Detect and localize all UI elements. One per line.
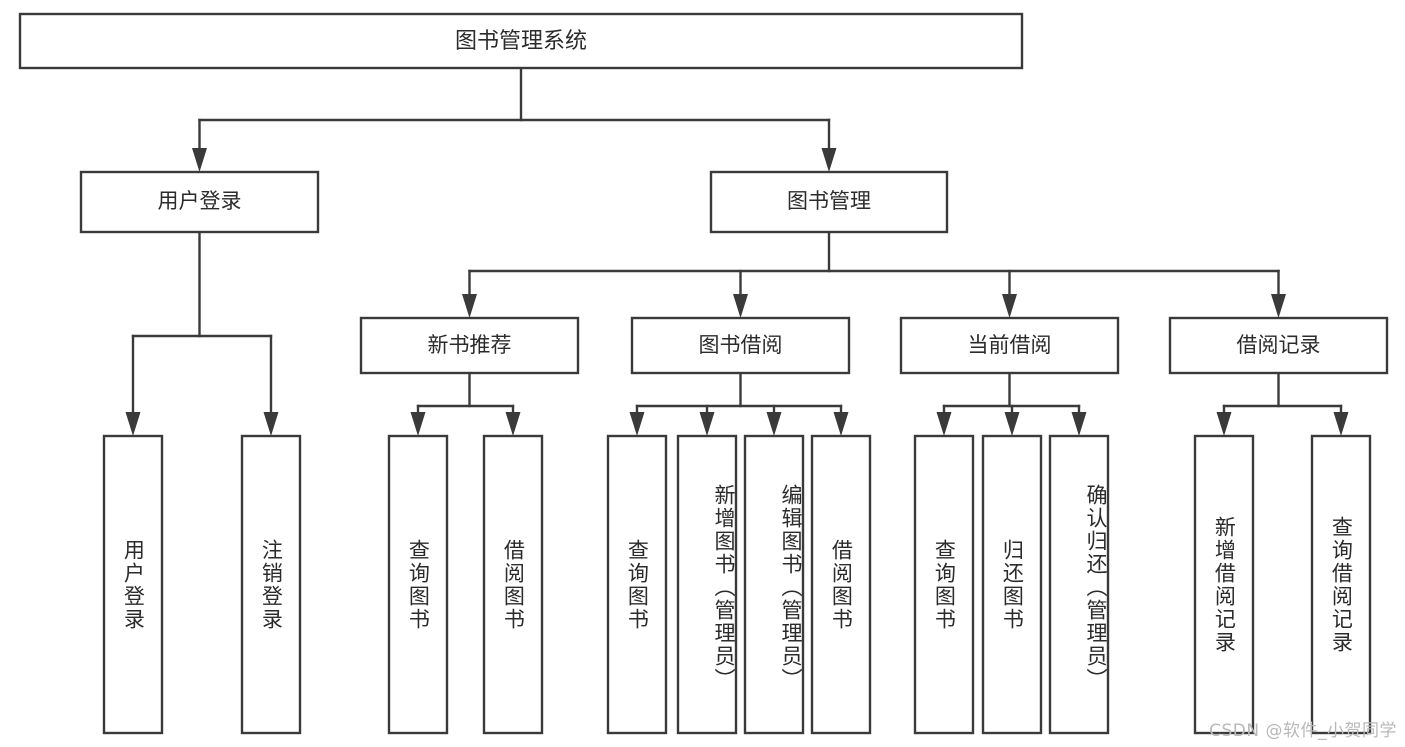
leaf-node-borrow-book-1[interactable] xyxy=(482,434,544,735)
node-book-borrow[interactable] xyxy=(630,316,851,375)
arrow-head-leaf-add-book xyxy=(699,412,715,436)
leaf-node-query-record[interactable] xyxy=(1310,434,1372,735)
arrow-head-leaf-user-login xyxy=(125,412,141,436)
arrow-head-current-borrow xyxy=(1002,294,1017,318)
arrow-head-leaf-borrow-book-2 xyxy=(833,412,849,436)
leaf-layer xyxy=(102,434,1372,735)
node-current-borrow-label: 当前借阅 xyxy=(968,333,1052,357)
node-layer: 图书管理系统 用户登录 图书管理 新书推荐 图书借阅 当前借阅 借阅记录 xyxy=(18,12,1389,375)
node-borrow-record-label: 借阅记录 xyxy=(1237,333,1321,357)
arrow-head-leaf-query-book-2 xyxy=(629,412,645,436)
node-book-borrow-label: 图书借阅 xyxy=(699,333,783,357)
node-new-book-rec[interactable] xyxy=(359,316,580,375)
leaf-node-query-book-1[interactable] xyxy=(387,434,449,735)
leaf-node-return-book[interactable] xyxy=(981,434,1043,735)
node-current-borrow[interactable] xyxy=(899,316,1120,375)
arrow-head-leaf-return-book xyxy=(1004,412,1020,436)
leaf-node-query-book-3[interactable] xyxy=(913,434,975,735)
node-book-manage-label: 图书管理 xyxy=(787,189,871,213)
node-book-manage[interactable] xyxy=(709,170,949,234)
leaf-node-query-book-2[interactable] xyxy=(606,434,668,735)
node-root[interactable] xyxy=(18,12,1024,70)
arrow-head-leaf-logout xyxy=(263,412,279,436)
csdn-watermark: CSDN @软件_小贺同学 xyxy=(1209,721,1397,741)
node-user-login-label: 用户登录 xyxy=(158,189,242,213)
leaf-node-confirm-return[interactable] xyxy=(1048,434,1110,735)
leaf-node-add-record[interactable] xyxy=(1193,434,1255,735)
connector-layer xyxy=(125,66,1349,436)
leaf-node-logout[interactable] xyxy=(240,434,302,735)
arrow-head-new-book-rec xyxy=(462,294,477,318)
leaf-node-borrow-book-2[interactable] xyxy=(810,434,872,735)
node-new-book-rec-label: 新书推荐 xyxy=(428,333,512,357)
arrow-head-leaf-confirm-return xyxy=(1071,412,1087,436)
node-user-login[interactable] xyxy=(79,170,320,234)
arrow-head-leaf-edit-book xyxy=(766,412,782,436)
arrow-head-borrow-record xyxy=(1271,294,1286,318)
leaf-node-edit-book[interactable] xyxy=(743,434,805,735)
arrow-head-leaf-query-book-3 xyxy=(936,412,952,436)
leaf-node-add-book[interactable] xyxy=(676,434,738,735)
arrow-head-leaf-add-record xyxy=(1216,412,1232,436)
leaf-node-user-login[interactable] xyxy=(102,434,164,735)
arrow-head-leaf-query-record xyxy=(1333,412,1349,436)
arrow-head-book-manage xyxy=(821,148,837,172)
node-root-label: 图书管理系统 xyxy=(455,29,587,54)
node-borrow-record[interactable] xyxy=(1168,316,1389,375)
arrow-head-leaf-query-book-1 xyxy=(410,412,426,436)
arrow-head-user-login xyxy=(192,148,207,172)
arrow-head-leaf-borrow-book-1 xyxy=(505,412,521,436)
arrow-head-book-borrow xyxy=(733,294,748,318)
